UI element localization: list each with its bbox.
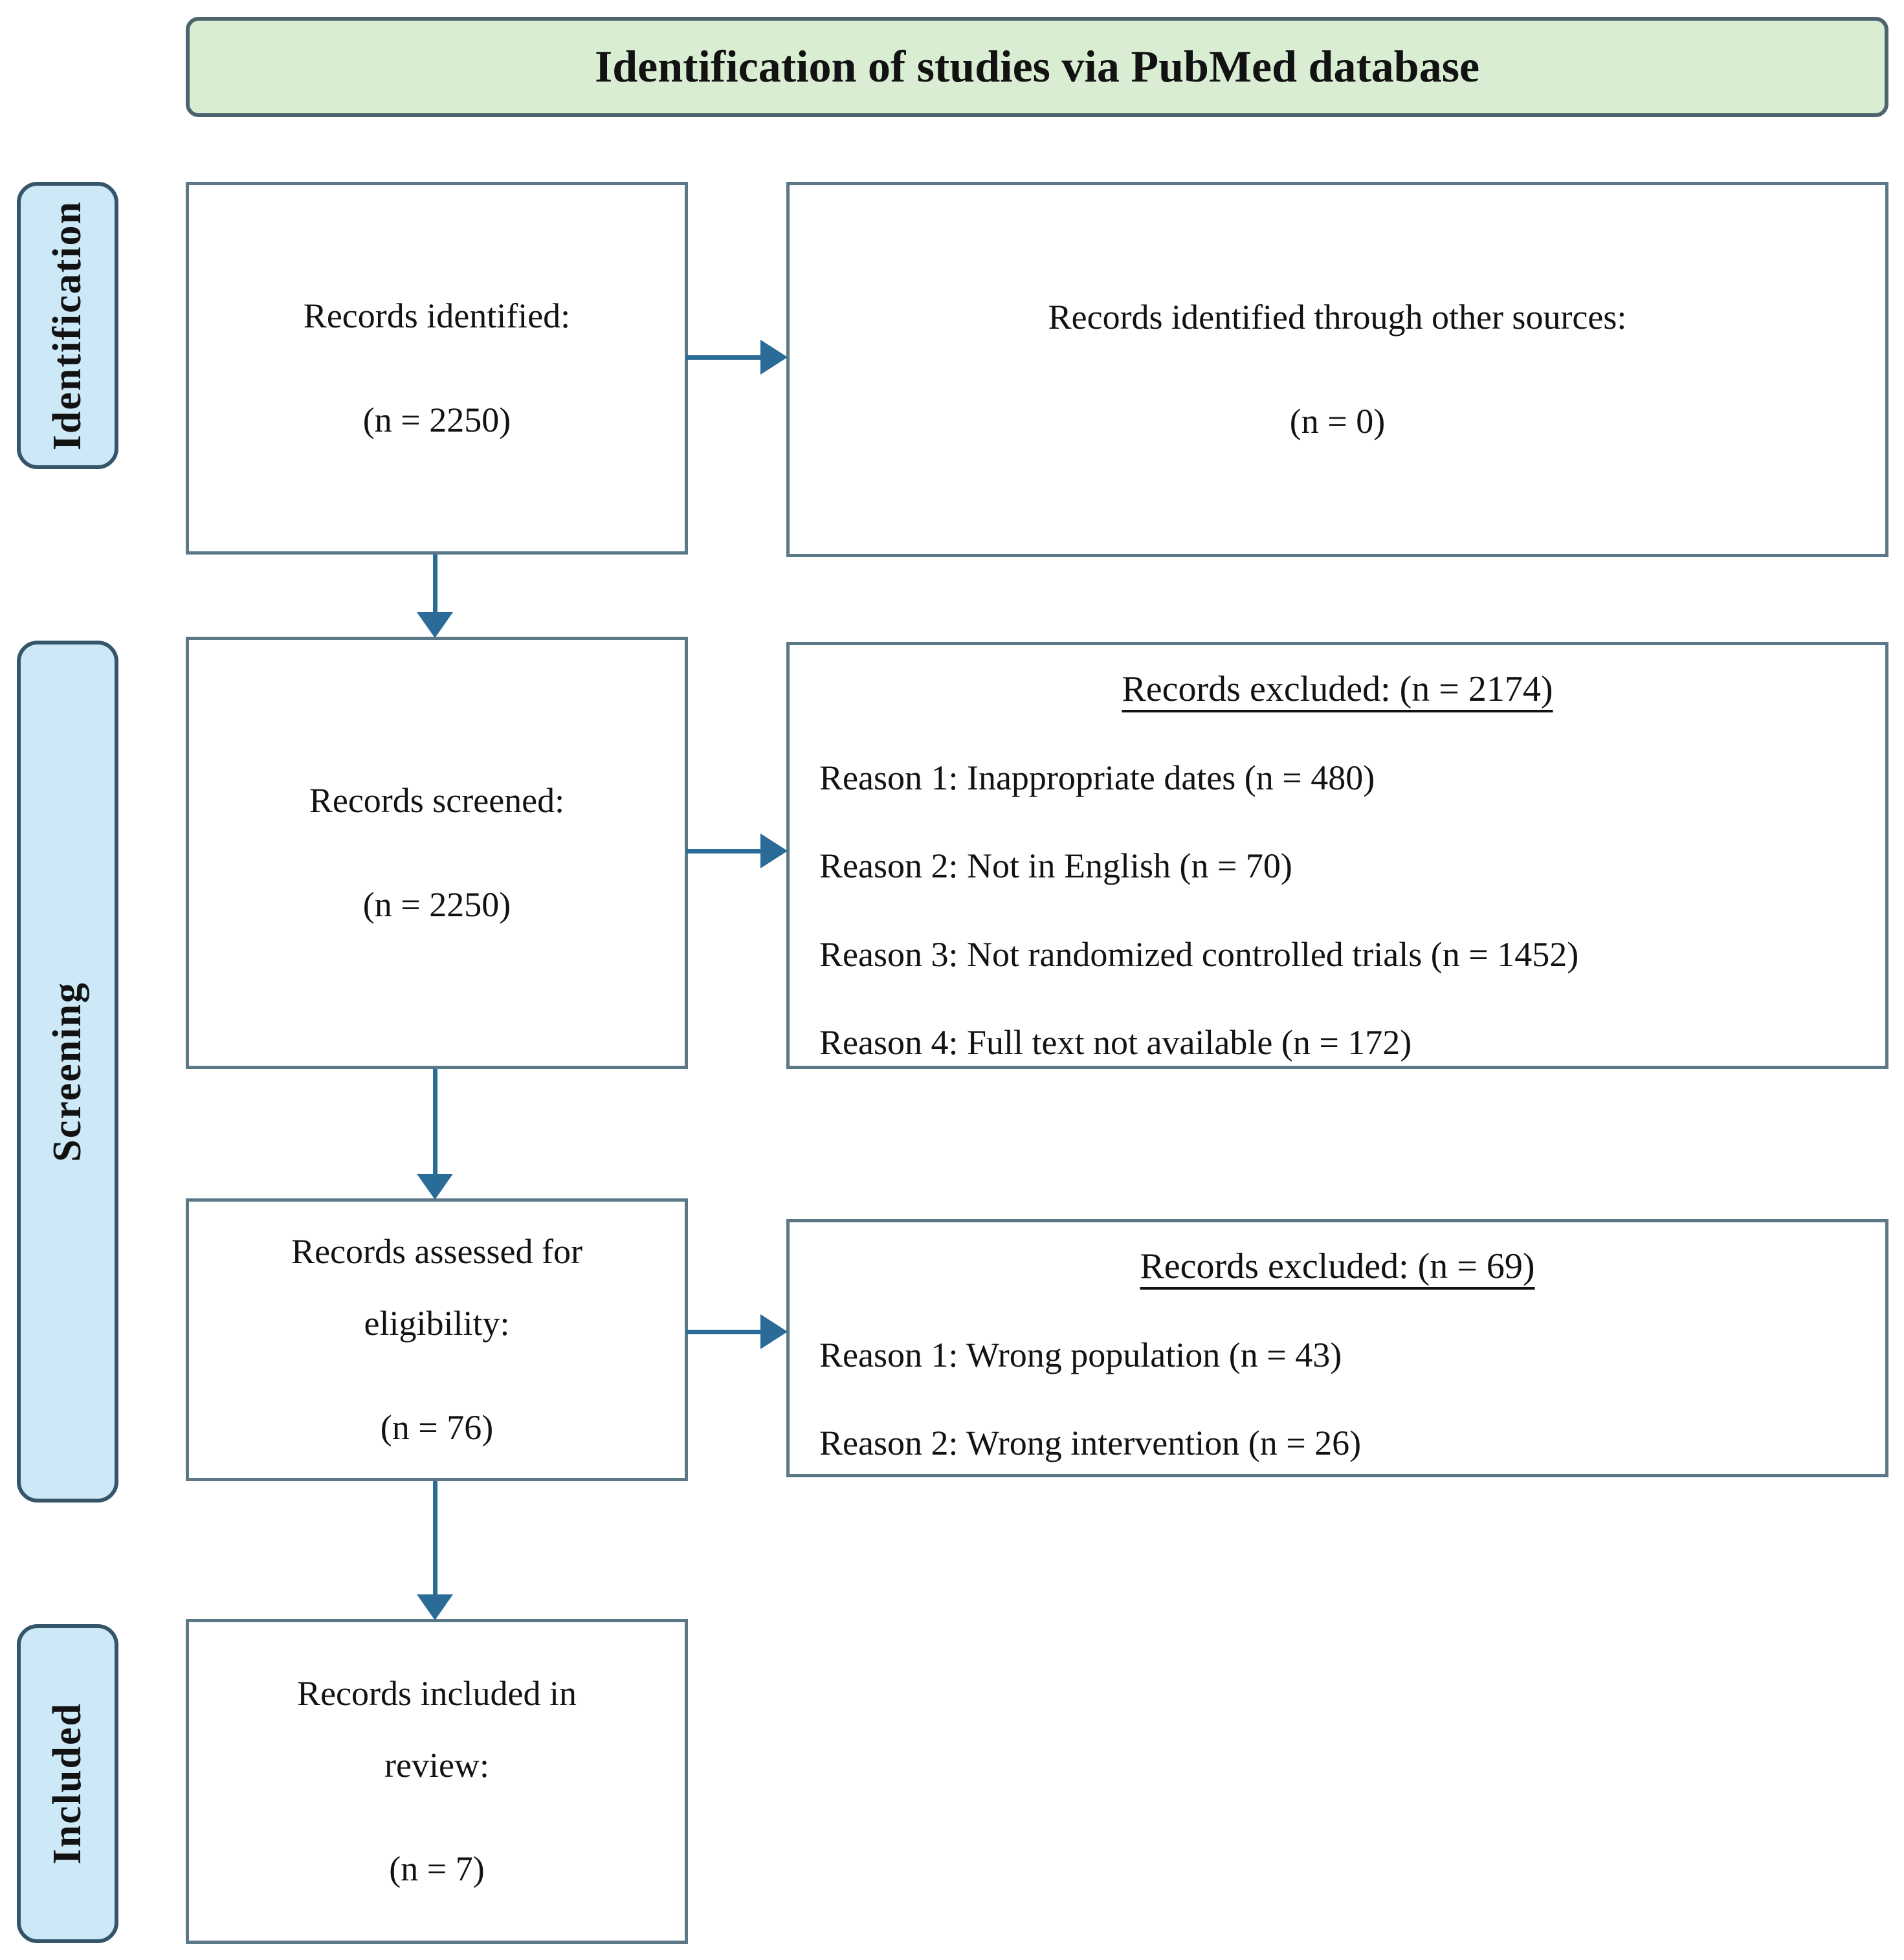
- box-records-screened: Records screened: (n = 2250): [186, 637, 688, 1069]
- arrow-head-down-icon: [417, 612, 453, 638]
- box-title: Records screened:: [309, 781, 565, 820]
- arrow-shaft: [432, 1069, 437, 1174]
- arrow-head-right-icon: [760, 340, 788, 375]
- box-records-included: Records included in review: (n = 7): [186, 1619, 688, 1944]
- arrow-shaft: [432, 555, 437, 612]
- arrow-head-down-icon: [417, 1594, 453, 1620]
- box-count: (n = 0): [1289, 402, 1386, 441]
- box-records-excluded-eligibility: Records excluded: (n = 69) Reason 1: Wro…: [786, 1219, 1888, 1477]
- box-count: (n = 2250): [362, 401, 511, 439]
- stage-label-text: Identification: [45, 200, 89, 451]
- box-records-excluded-screening: Records excluded: (n = 2174) Reason 1: I…: [786, 642, 1888, 1069]
- arrow-screened-to-assessed: [417, 1069, 453, 1200]
- exclusion-reason: Reason 4: Full text not available (n = 1…: [819, 1022, 1412, 1062]
- arrow-screened-to-excluded: [686, 833, 788, 868]
- exclusion-reason: Reason 1: Wrong population (n = 43): [819, 1336, 1342, 1375]
- stage-label-identification: Identification: [17, 182, 118, 469]
- box-records-other-sources: Records identified through other sources…: [786, 182, 1888, 557]
- exclusion-reason: Reason 3: Not randomized controlled tria…: [819, 934, 1579, 974]
- arrow-head-right-icon: [760, 833, 788, 868]
- box-title: Records identified through other sources…: [1048, 298, 1627, 337]
- arrow-assessed-to-included: [417, 1481, 453, 1620]
- header-title: Identification of studies via PubMed dat…: [594, 41, 1480, 92]
- exclusion-reason: Reason 2: Not in English (n = 70): [819, 846, 1292, 886]
- arrow-head-down-icon: [417, 1174, 453, 1200]
- arrow-shaft: [686, 355, 760, 360]
- arrow-shaft: [686, 1329, 760, 1334]
- box-title: Records assessed for eligibility:: [291, 1232, 582, 1343]
- box-records-assessed: Records assessed for eligibility: (n = 7…: [186, 1198, 688, 1481]
- exclusion-reason: Reason 1: Inappropriate dates (n = 480): [819, 758, 1375, 798]
- box-count: (n = 2250): [362, 885, 511, 924]
- arrow-shaft: [432, 1481, 437, 1594]
- stage-label-text: Included: [45, 1702, 89, 1865]
- box-count: (n = 76): [380, 1407, 494, 1447]
- arrow-identified-to-other-sources: [686, 340, 788, 375]
- stage-label-text: Screening: [45, 981, 89, 1162]
- arrow-assessed-to-excluded: [686, 1314, 788, 1349]
- box-title: Records identified:: [303, 296, 571, 336]
- stage-label-screening: Screening: [17, 641, 118, 1503]
- box-count: (n = 7): [389, 1849, 485, 1889]
- box-records-identified: Records identified: (n = 2250): [186, 182, 688, 555]
- box-title: Records included in review:: [297, 1673, 577, 1785]
- box-title-underlined: Records excluded: (n = 2174): [1122, 669, 1553, 709]
- arrow-identified-to-screened: [417, 555, 453, 638]
- arrow-shaft: [686, 848, 760, 853]
- header-banner: Identification of studies via PubMed dat…: [186, 17, 1888, 117]
- arrow-head-right-icon: [760, 1314, 788, 1349]
- exclusion-reason: Reason 2: Wrong intervention (n = 26): [819, 1424, 1362, 1463]
- box-title-underlined: Records excluded: (n = 69): [1140, 1246, 1535, 1286]
- stage-label-included: Included: [17, 1624, 118, 1943]
